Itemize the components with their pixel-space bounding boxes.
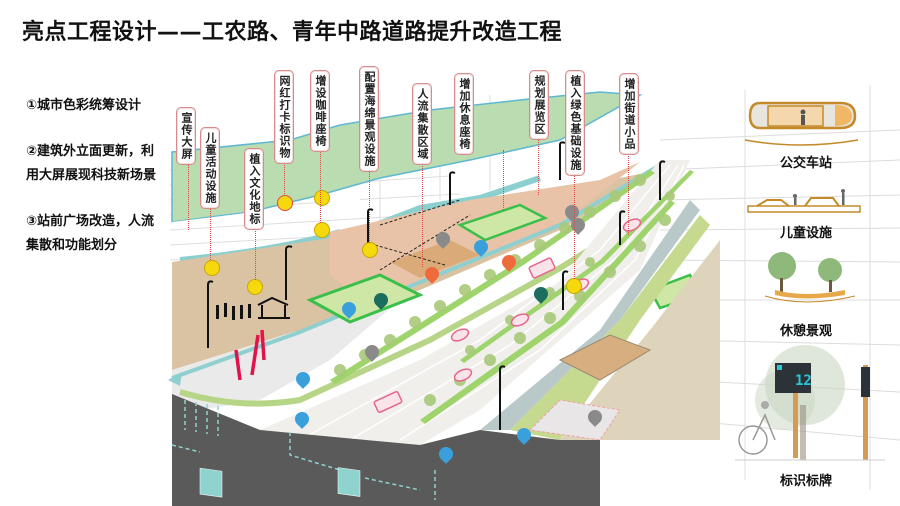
leader-billboard [188, 160, 189, 230]
underground-section [172, 394, 600, 506]
legend-label-kids: 儿童设施 [780, 226, 833, 241]
carousel [257, 296, 290, 319]
leader-coffee [320, 145, 321, 223]
children-badge-icon [204, 260, 220, 276]
callout-exhibition-area: 规划展览区 [529, 70, 549, 140]
lamp-posts [207, 141, 666, 430]
legend-label-signage: 标识标牌 [780, 474, 833, 489]
leader-sponge [369, 165, 370, 243]
callout-billboard: 宣传大屏 [176, 107, 196, 165]
storage-tank-2 [337, 467, 361, 497]
callout-street-furniture: 增加街道小品 [619, 73, 639, 155]
leader-culture [255, 222, 256, 280]
leader-street [628, 145, 629, 235]
front-plaza [172, 300, 400, 410]
key-point-1: ①城市色彩统筹设计 [26, 98, 142, 113]
signage-icon: 12 [735, 345, 885, 461]
leader-children [210, 205, 211, 260]
callout-green-infrastructure: 植入绿色基础设施 [565, 70, 585, 176]
checkin-badge-icon [277, 195, 293, 211]
leader-crowd [422, 157, 423, 267]
key-point-2: ②建筑外立面更新，利用大屏展现科技新场景 [26, 144, 157, 183]
legend-label-rest: 休憩景观 [780, 324, 833, 339]
green-infra-badge-icon [566, 278, 582, 294]
leader-checkin [284, 158, 285, 196]
legend-label-bus-stop: 公交车站 [780, 156, 833, 171]
key-point-3: ③站前广场改造，人流集散和功能划分 [26, 214, 155, 253]
callout-children-facilities: 儿童活动设施 [200, 127, 220, 209]
callout-coffee-seats: 增设咖啡座椅 [310, 70, 330, 152]
people-figures [216, 303, 251, 320]
right-sidewalk [480, 200, 700, 430]
callout-crowd-area: 人流集散区域 [412, 83, 432, 165]
signage-number: 12 [795, 373, 812, 389]
drainage-lines [171, 400, 436, 500]
coffee-cup-badge-icon [314, 222, 330, 238]
storage-tank-1 [199, 467, 223, 498]
sponge-badge-icon [362, 242, 378, 258]
garden-patches [306, 203, 702, 324]
callout-sponge-landscape: 配置海绵景观设施 [359, 66, 379, 172]
callout-rest-seats: 增加休息座椅 [454, 73, 474, 155]
leader-rest [503, 150, 504, 210]
callout-culture-landmark: 植入文化地标 [244, 148, 264, 230]
key-points-list: ①城市色彩统筹设计 ②建筑外立面更新，利用大屏展现科技新场景 ③站前广场改造，人… [26, 94, 166, 280]
culture-badge-icon [247, 279, 263, 295]
callout-checkin-marker: 网红打卡标识物 [274, 70, 294, 164]
rest-landscape-icon [764, 252, 856, 303]
bus-stop-icon [744, 101, 859, 146]
coffee-badge-icon [314, 190, 330, 206]
leader-green [574, 167, 575, 279]
page-title: 亮点工程设计——工农路、青年中路道路提升改造工程 [22, 20, 563, 45]
kids-facility-icon [747, 189, 861, 213]
exhibit-pad [558, 334, 652, 381]
leader-exhibit [538, 135, 539, 195]
red-sculpture [234, 329, 266, 381]
